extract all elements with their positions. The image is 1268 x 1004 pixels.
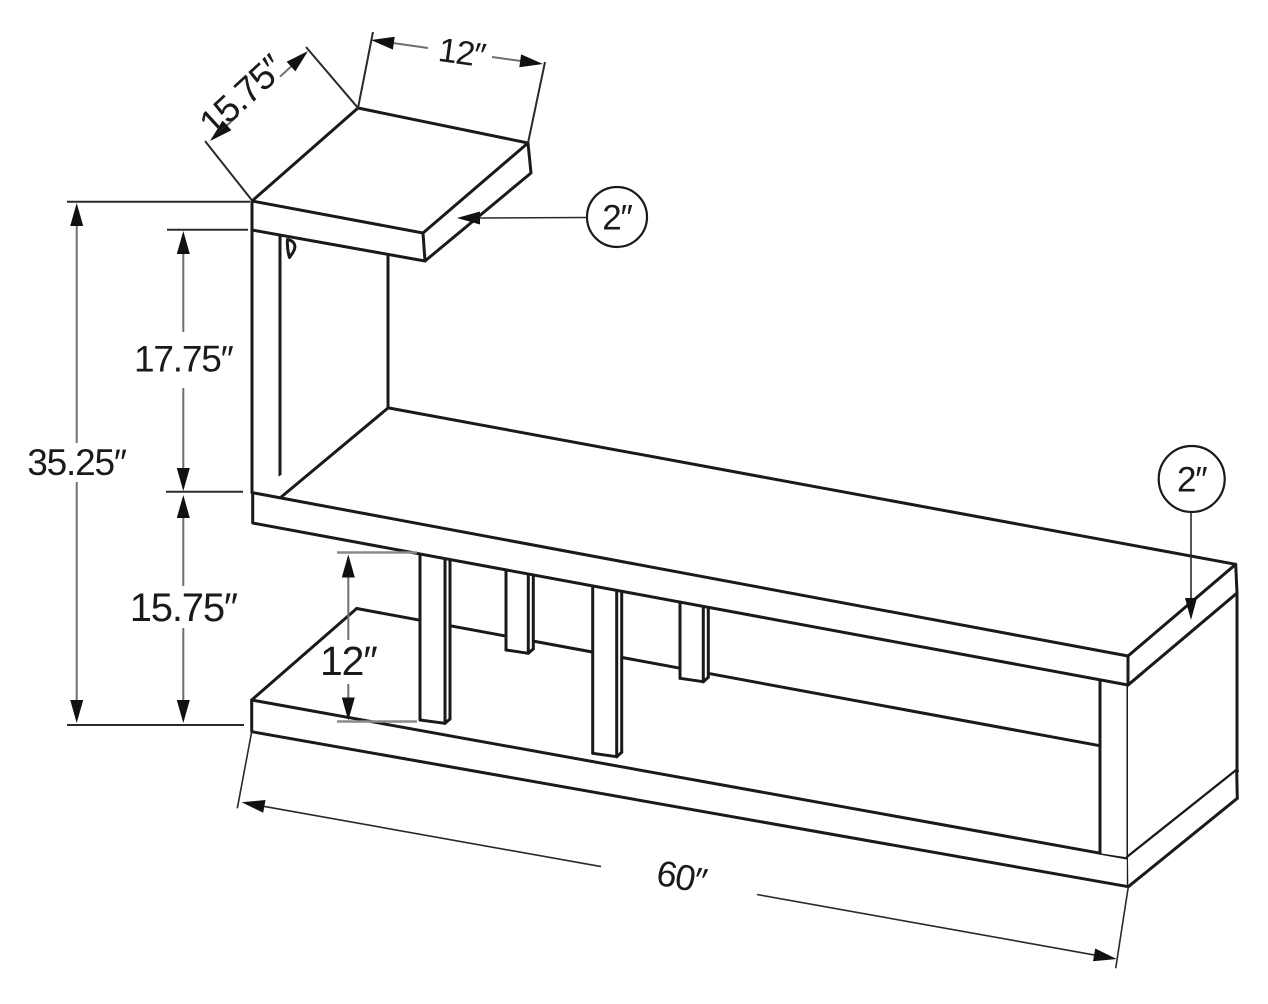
bottom-shelf-top-surface <box>250 607 1239 859</box>
shelf-divider-4 <box>678 598 710 684</box>
dimension-label-length: 60″ <box>653 852 711 902</box>
dimension-label-top-width: 12″ <box>436 31 488 75</box>
dimension-label-lower-section: 15.75″ <box>130 586 238 630</box>
left-support-column <box>250 228 390 500</box>
callout-label-panel-thickness: 2″ <box>1177 461 1207 500</box>
dimension-label-total-height: 35.25″ <box>27 442 127 483</box>
callout-label-top-thickness: 2″ <box>602 199 632 238</box>
callout-top-thickness: 2″ <box>457 185 649 249</box>
dimension-label-shelf-gap: 12″ <box>320 638 377 684</box>
bottom-shelf-right-side <box>1126 769 1239 889</box>
dimension-top-width: 12″ <box>357 31 546 144</box>
shelf-divider-3 <box>591 582 624 759</box>
shelf-divider-1 <box>418 550 452 725</box>
cam-lock-detail <box>285 238 297 259</box>
dimension-upper-gap: 17.75″ <box>134 228 248 493</box>
middle-shelf <box>251 406 1239 687</box>
shelf-divider-2 <box>504 566 535 655</box>
dimension-length: 60″ <box>236 731 1130 969</box>
top-platform <box>250 106 533 263</box>
callout-panel-thickness: 2″ <box>1157 444 1226 620</box>
dimension-lower-section: 15.75″ <box>130 495 239 723</box>
dimension-label-top-depth: 15.75″ <box>191 47 292 145</box>
dimension-total-height: 35.25″ <box>27 200 250 726</box>
dimension-label-upper-gap: 17.75″ <box>134 339 234 380</box>
dimension-shelf-gap: 12″ <box>320 551 417 723</box>
